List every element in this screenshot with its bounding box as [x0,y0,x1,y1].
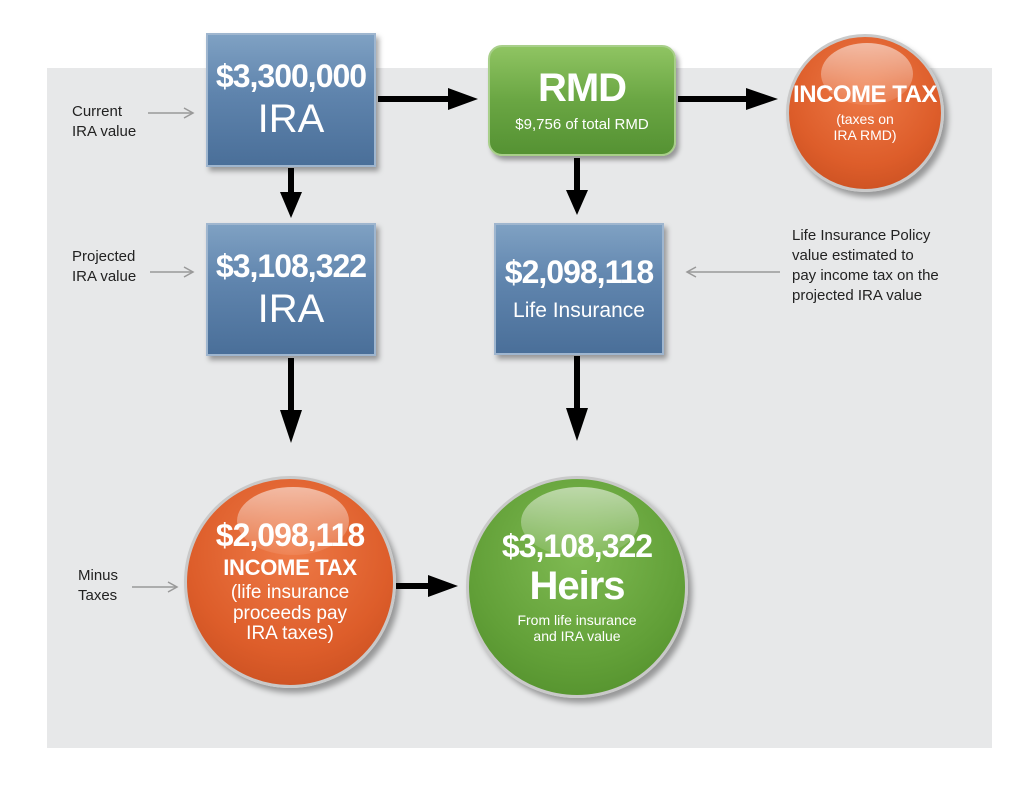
projected-ira-amount: $3,108,322 [215,247,367,284]
projected-ira-box: $3,108,322 IRA [206,223,376,356]
label-life-policy-note: Life Insurance Policy value estimated to… [792,227,939,304]
gloss-highlight [521,487,639,557]
income-tax-final-amount: $2,098,118 [215,516,365,553]
pointer-arrow-taxes [132,581,179,593]
pointer-arrow-current [148,107,195,119]
arrow-rmd-down [566,158,588,215]
current-ira-amount: $3,300,000 [215,58,367,94]
label-minus-taxes: Minus Taxes [78,567,119,604]
rmd-subtitle: $9,756 of total RMD [515,115,649,133]
income-tax-final-title: INCOME TAX [223,554,357,580]
income-tax-rmd-note: (taxes on IRA RMD) [833,110,897,143]
pointer-arrow-projected [150,266,195,278]
life-insurance-amount: $2,098,118 [504,253,654,290]
heirs-amount: $3,108,322 [501,527,653,564]
pointer-arrow-life-note [685,266,780,278]
income-tax-final-note: (life insurance proceeds pay IRA taxes) [230,581,350,645]
life-insurance-box: $2,098,118 Life Insurance [494,223,664,355]
heirs-circle: $3,108,322 Heirs From life insurance and… [466,476,688,698]
projected-ira-label: IRA [257,286,325,331]
arrow-life-insurance-down [566,356,588,441]
gloss-highlight [237,487,349,555]
arrow-rmd-to-tax [678,88,778,110]
label-projected-ira: Projected IRA value [72,248,137,285]
gloss-highlight [821,43,913,105]
heirs-title: Heirs [529,563,625,608]
arrow-ira-to-rmd [378,88,478,110]
life-insurance-label: Life Insurance [513,298,645,322]
label-current-ira: Current IRA value [72,103,137,140]
rmd-title: RMD [537,65,627,110]
heirs-note: From life insurance and IRA value [517,611,637,644]
arrow-tax-to-heirs [396,575,458,597]
current-ira-box: $3,300,000 IRA [206,33,376,167]
income-tax-rmd-circle: INCOME TAX (taxes on IRA RMD) [786,34,944,192]
income-tax-final-circle: $2,098,118 INCOME TAX (life insurance pr… [184,476,396,688]
rmd-box: RMD $9,756 of total RMD [488,45,676,156]
arrow-projected-ira-down [280,358,302,443]
current-ira-label: IRA [257,97,325,141]
arrow-ira-down [280,168,302,218]
income-tax-rmd-title: INCOME TAX [793,80,937,108]
